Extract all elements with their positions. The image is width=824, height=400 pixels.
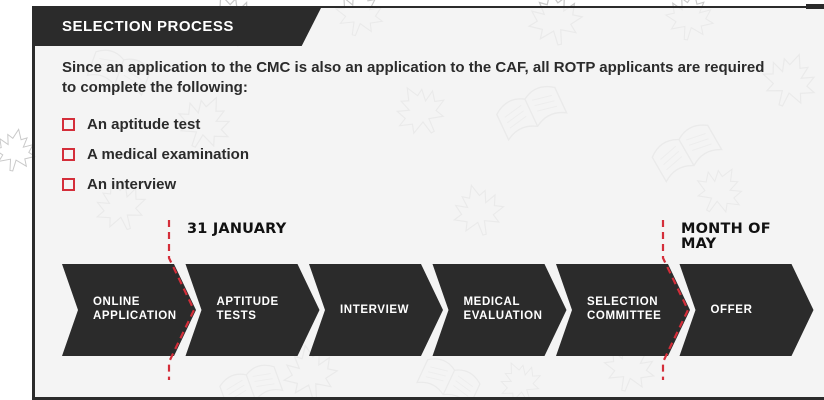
list-item: An interview [62,169,249,199]
intro-text: Since an application to the CMC is also … [62,59,765,96]
stage-arrow [309,264,443,356]
date-marker-line [167,220,196,380]
section-title: SELECTION PROCESS [62,17,234,35]
date-marker-may: MONTH OF MAY [681,221,771,252]
checkbox-icon [62,117,75,131]
stage-arrow [679,264,814,356]
date-marker-january: 31 JANUARY [187,221,287,237]
stage-arrow [185,264,320,356]
requirement-label: An interview [87,175,177,193]
marker-lines [167,220,690,380]
checkbox-icon [62,147,75,161]
stage-arrows [62,264,814,356]
checkbox-icon [62,177,75,191]
section-header: SELECTION PROCESS [32,6,322,46]
stage-label: OFFER [710,304,753,316]
requirement-label: An aptitude test [87,115,201,133]
stage-arrow [556,264,690,356]
requirement-label: A medical examination [87,145,249,163]
stage-label: INTERVIEW [340,304,410,316]
requirements-list: An aptitude test A medical examination A… [62,109,249,199]
stage-arrow [62,264,196,356]
list-item: A medical examination [62,139,249,169]
list-item: An aptitude test [62,109,249,139]
stage-arrow [432,264,567,356]
date-marker-line [661,220,690,380]
corner-accent [806,4,824,9]
